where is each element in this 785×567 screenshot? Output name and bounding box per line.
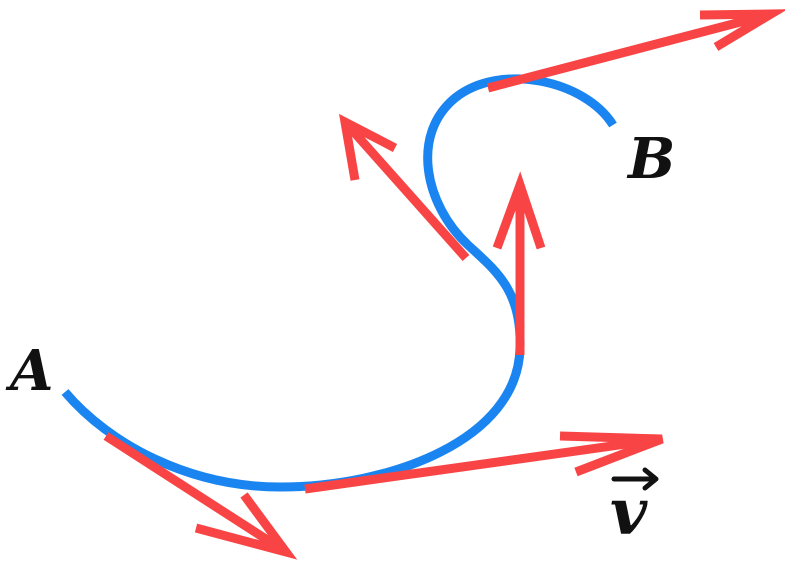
label-v: v bbox=[610, 475, 648, 550]
label-b: B bbox=[626, 126, 675, 192]
velocity-symbol: v bbox=[610, 467, 659, 550]
trajectory-curve bbox=[61, 74, 617, 492]
velocity-vectors bbox=[103, 9, 785, 560]
label-a: A bbox=[5, 338, 53, 404]
vector-overbar-icon bbox=[611, 467, 659, 491]
velocity-arrow-top bbox=[486, 9, 785, 93]
velocity-arrow-upper-left bbox=[339, 113, 470, 261]
velocity-arrow-bottom bbox=[304, 431, 664, 494]
velocity-arrow-near-a bbox=[103, 432, 298, 560]
velocity-arrow-upward bbox=[492, 171, 546, 355]
